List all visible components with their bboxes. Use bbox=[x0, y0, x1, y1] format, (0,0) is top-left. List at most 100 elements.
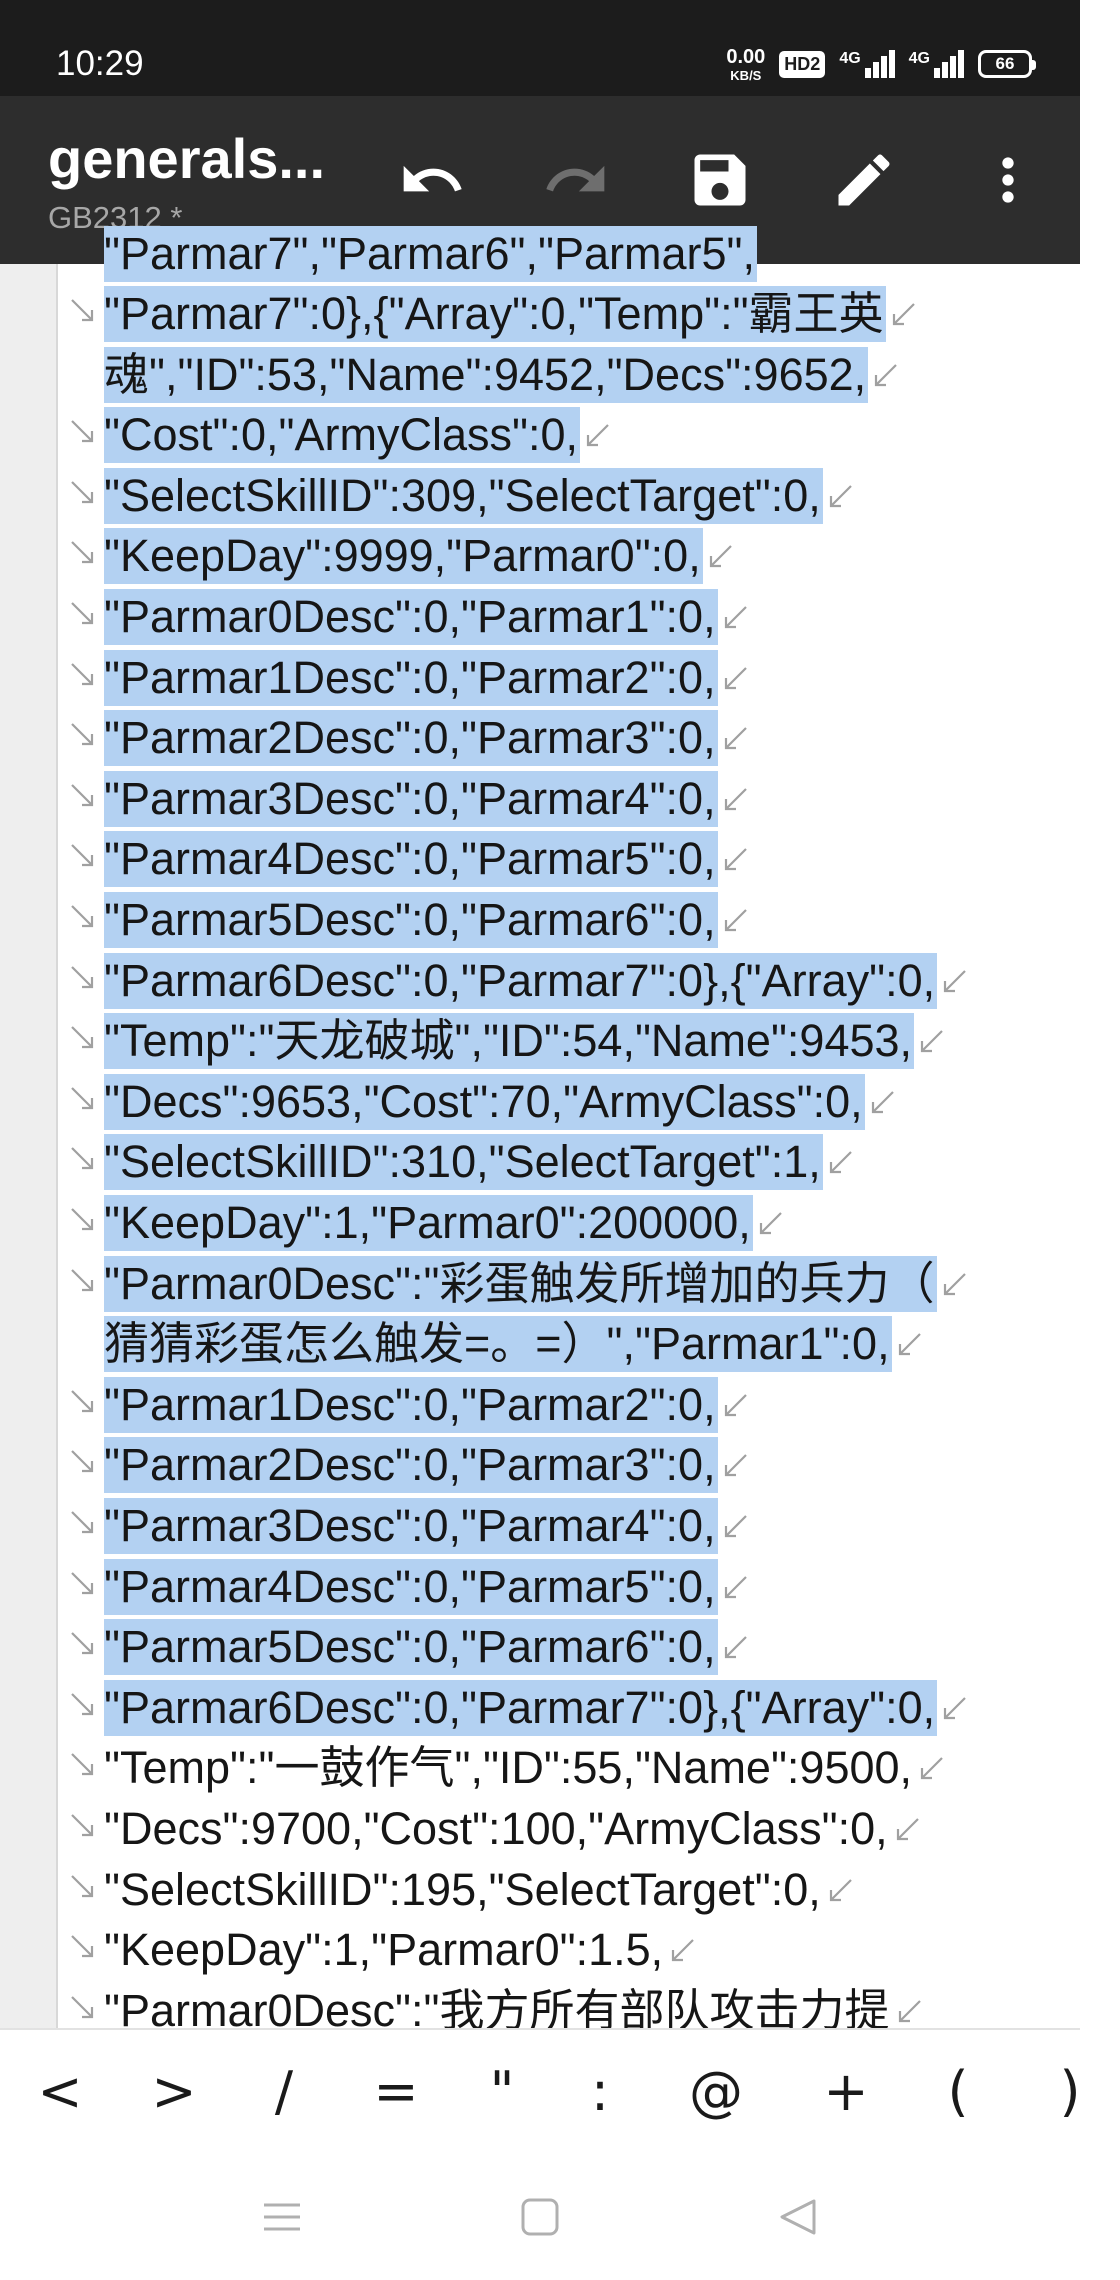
editor-line[interactable]: 猜猜彩蛋怎么触发=。=）","Parmar1":0, bbox=[0, 1314, 1080, 1374]
line-continue-icon bbox=[720, 1633, 750, 1667]
editor-line-text[interactable]: "Parmar3Desc":0,"Parmar4":0, bbox=[104, 1498, 718, 1554]
editor-line-text[interactable]: "Decs":9653,"Cost":70,"ArmyClass":0, bbox=[104, 1073, 865, 1130]
editor-line-text[interactable]: "Parmar5Desc":0,"Parmar6":0, bbox=[104, 1619, 718, 1676]
text-editor[interactable]: "Parmar7","Parmar6","Parmar5", "Parmar7"… bbox=[0, 226, 1080, 2036]
save-button[interactable] bbox=[676, 136, 764, 224]
editor-line-text[interactable]: "Parmar0Desc":"我方所有部队攻击力提 bbox=[104, 1984, 890, 2036]
editor-line-text[interactable]: "Cost":0,"ArmyClass":0, bbox=[104, 407, 580, 464]
redo-button[interactable] bbox=[532, 136, 620, 224]
editor-line-text[interactable]: "Parmar6Desc":0,"Parmar7":0},{"Array":0, bbox=[104, 952, 938, 1009]
line-continue-icon bbox=[916, 1027, 946, 1061]
line-continue-icon bbox=[720, 1512, 750, 1546]
line-continue-icon bbox=[916, 1754, 946, 1788]
editor-line[interactable]: "KeepDay":9999,"Parmar0":0, bbox=[0, 526, 1080, 586]
editor-line-text[interactable]: "Parmar4Desc":0,"Parmar5":0, bbox=[104, 1558, 718, 1615]
editor-line-text[interactable]: "Parmar2Desc":0,"Parmar3":0, bbox=[104, 710, 718, 767]
editor-line[interactable]: "Parmar4Desc":0,"Parmar5":0, bbox=[0, 1557, 1080, 1617]
editor-line-text[interactable]: "Parmar1Desc":0,"Parmar2":0, bbox=[104, 649, 718, 706]
editor-line[interactable]: "KeepDay":1,"Parmar0":200000, bbox=[0, 1193, 1080, 1253]
more-options-button[interactable] bbox=[964, 136, 1052, 224]
editor-line-text[interactable]: "SelectSkillID":309,"SelectTarget":0, bbox=[104, 467, 823, 524]
symbol-key[interactable]: + bbox=[823, 2060, 869, 2123]
editor-gutter bbox=[0, 264, 58, 2028]
editor-line[interactable]: "Parmar4Desc":0,"Parmar5":0, bbox=[0, 829, 1080, 889]
symbol-key[interactable]: ) bbox=[1059, 2060, 1081, 2123]
wrap-indicator-icon bbox=[68, 1811, 98, 1845]
editor-line-text[interactable]: "KeepDay":9999,"Parmar0":0, bbox=[104, 528, 703, 585]
edit-button[interactable] bbox=[820, 136, 908, 224]
editor-line[interactable]: "Parmar5Desc":0,"Parmar6":0, bbox=[0, 1617, 1080, 1677]
editor-line[interactable]: "Parmar0Desc":0,"Parmar1":0, bbox=[0, 587, 1080, 647]
editor-line[interactable]: "Parmar0Desc":"我方所有部队攻击力提 bbox=[0, 1981, 1080, 2041]
editor-line-text[interactable]: "KeepDay":1,"Parmar0":200000, bbox=[104, 1195, 753, 1251]
recents-button[interactable] bbox=[242, 2182, 322, 2252]
editor-line-text[interactable]: "Parmar7":0},{"Array":0,"Temp":"霸王英 bbox=[104, 286, 886, 342]
line-continue-icon bbox=[939, 1694, 969, 1728]
symbol-key[interactable]: " bbox=[489, 2060, 515, 2123]
battery-icon: 66 bbox=[978, 50, 1036, 78]
editor-line[interactable]: "Parmar1Desc":0,"Parmar2":0, bbox=[0, 648, 1080, 708]
line-continue-icon bbox=[582, 421, 612, 455]
editor-line-text[interactable]: "Parmar2Desc":0,"Parmar3":0, bbox=[104, 1437, 718, 1494]
line-continue-icon bbox=[870, 361, 900, 395]
symbol-key[interactable]: < bbox=[37, 2060, 83, 2123]
symbol-key[interactable]: = bbox=[373, 2060, 419, 2123]
symbol-key[interactable]: @ bbox=[689, 2060, 743, 2123]
editor-line-text[interactable]: "Parmar3Desc":0,"Parmar4":0, bbox=[104, 770, 718, 827]
wrap-indicator-icon bbox=[68, 841, 98, 875]
editor-line-text[interactable]: 魂","ID":53,"Name":9452,"Decs":9652, bbox=[104, 346, 869, 403]
symbol-key[interactable]: / bbox=[274, 2060, 294, 2123]
editor-line[interactable]: "Temp":"天龙破城","ID":54,"Name":9453, bbox=[0, 1011, 1080, 1071]
back-triangle-icon bbox=[780, 2199, 816, 2235]
back-button[interactable] bbox=[758, 2182, 838, 2252]
editor-line-text[interactable]: "Parmar0Desc":"彩蛋触发所增加的兵力（ bbox=[104, 1255, 937, 1312]
home-button[interactable] bbox=[500, 2182, 580, 2252]
editor-line[interactable]: "SelectSkillID":310,"SelectTarget":1, bbox=[0, 1132, 1080, 1192]
editor-line-partial[interactable]: "Parmar7","Parmar6","Parmar5", bbox=[0, 224, 1080, 284]
editor-line[interactable]: "Parmar6Desc":0,"Parmar7":0},{"Array":0, bbox=[0, 951, 1080, 1011]
symbol-key[interactable]: : bbox=[590, 2060, 610, 2123]
editor-line[interactable]: "Decs":9653,"Cost":70,"ArmyClass":0, bbox=[0, 1072, 1080, 1132]
line-continue-icon bbox=[667, 1936, 697, 1970]
network-speed-unit: KB/S bbox=[730, 67, 762, 83]
undo-icon bbox=[403, 165, 462, 192]
editor-line-text[interactable]: "Temp":"天龙破城","ID":54,"Name":9453, bbox=[104, 1013, 915, 1070]
editor-line[interactable]: "Decs":9700,"Cost":100,"ArmyClass":0, bbox=[0, 1799, 1080, 1859]
line-continue-icon bbox=[720, 724, 750, 758]
line-continue-icon bbox=[888, 300, 918, 334]
editor-line[interactable]: "Temp":"一鼓作气","ID":55,"Name":9500, bbox=[0, 1738, 1080, 1798]
editor-line-text[interactable]: "Parmar5Desc":0,"Parmar6":0, bbox=[104, 892, 718, 948]
editor-line[interactable]: 魂","ID":53,"Name":9452,"Decs":9652, bbox=[0, 345, 1080, 405]
symbol-key[interactable]: > bbox=[151, 2060, 197, 2123]
editor-line-text[interactable]: "KeepDay":1,"Parmar0":1.5, bbox=[104, 1924, 664, 1976]
editor-line-text[interactable]: "Temp":"一鼓作气","ID":55,"Name":9500, bbox=[104, 1742, 913, 1794]
editor-line-text[interactable]: "Parmar7","Parmar6","Parmar5", bbox=[104, 226, 758, 282]
editor-line[interactable]: "Parmar5Desc":0,"Parmar6":0, bbox=[0, 890, 1080, 950]
wrap-indicator-icon bbox=[68, 1932, 98, 1966]
editor-line-text[interactable]: "Parmar0Desc":0,"Parmar1":0, bbox=[104, 589, 718, 645]
editor-line-text[interactable]: "Decs":9700,"Cost":100,"ArmyClass":0, bbox=[104, 1803, 888, 1854]
editor-line[interactable]: "Parmar6Desc":0,"Parmar7":0},{"Array":0, bbox=[0, 1678, 1080, 1738]
undo-button[interactable] bbox=[388, 136, 476, 224]
editor-line[interactable]: "Parmar1Desc":0,"Parmar2":0, bbox=[0, 1375, 1080, 1435]
editor-line[interactable]: "Parmar7":0},{"Array":0,"Temp":"霸王英 bbox=[0, 284, 1080, 344]
line-continue-icon bbox=[894, 1997, 924, 2031]
editor-line[interactable]: "Cost":0,"ArmyClass":0, bbox=[0, 405, 1080, 465]
redo-icon bbox=[546, 165, 605, 192]
editor-line-text[interactable]: "SelectSkillID":310,"SelectTarget":1, bbox=[104, 1134, 823, 1191]
editor-line-text[interactable]: "Parmar1Desc":0,"Parmar2":0, bbox=[104, 1376, 718, 1433]
file-title[interactable]: generals... bbox=[48, 127, 326, 190]
editor-line[interactable]: "SelectSkillID":195,"SelectTarget":0, bbox=[0, 1860, 1080, 1920]
editor-line[interactable]: "Parmar0Desc":"彩蛋触发所增加的兵力（ bbox=[0, 1254, 1080, 1314]
editor-line-text[interactable]: "Parmar4Desc":0,"Parmar5":0, bbox=[104, 831, 718, 888]
editor-line[interactable]: "Parmar3Desc":0,"Parmar4":0, bbox=[0, 769, 1080, 829]
symbol-key[interactable]: ( bbox=[947, 2060, 969, 2123]
editor-line[interactable]: "Parmar2Desc":0,"Parmar3":0, bbox=[0, 708, 1080, 768]
editor-line[interactable]: "SelectSkillID":309,"SelectTarget":0, bbox=[0, 466, 1080, 526]
editor-line-text[interactable]: 猜猜彩蛋怎么触发=。=）","Parmar1":0, bbox=[104, 1316, 892, 1373]
editor-line-text[interactable]: "Parmar6Desc":0,"Parmar7":0},{"Array":0, bbox=[104, 1679, 938, 1736]
editor-line-text[interactable]: "SelectSkillID":195,"SelectTarget":0, bbox=[104, 1863, 821, 1915]
editor-line[interactable]: "KeepDay":1,"Parmar0":1.5, bbox=[0, 1920, 1080, 1980]
editor-line[interactable]: "Parmar3Desc":0,"Parmar4":0, bbox=[0, 1496, 1080, 1556]
editor-line[interactable]: "Parmar2Desc":0,"Parmar3":0, bbox=[0, 1435, 1080, 1495]
